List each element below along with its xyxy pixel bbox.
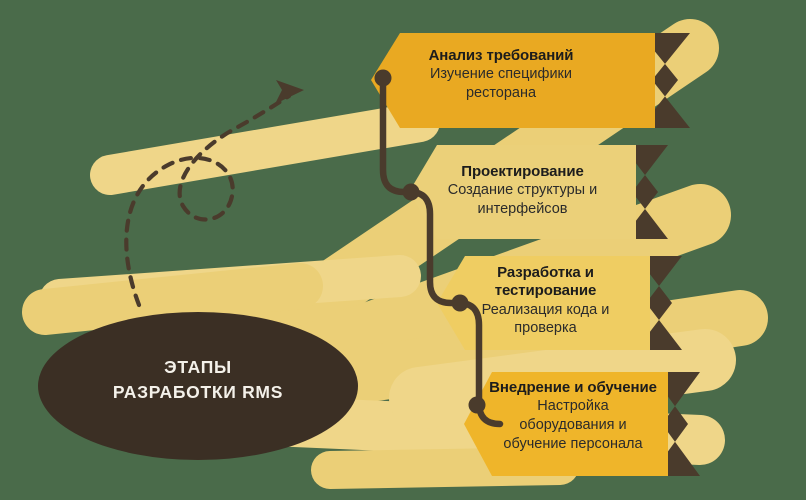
banner-2[interactable] xyxy=(409,145,636,239)
step-4-text: Внедрение и обучение Настройка оборудова… xyxy=(478,379,668,453)
connector-node-2 xyxy=(402,183,420,201)
dashed-loop-arrow xyxy=(124,80,304,308)
step-4-title: Внедрение и обучение xyxy=(489,379,657,396)
banner-4[interactable] xyxy=(464,372,668,476)
step-1-title: Анализ требований xyxy=(428,47,574,64)
step-1-text: Анализ требований Изучение специфики рес… xyxy=(386,47,616,103)
step-2-desc-line1: Создание структуры и xyxy=(447,182,598,199)
ribbon-8 xyxy=(22,263,323,335)
hub-label: ЭТАПЫ РАЗРАБОТКИ RMS xyxy=(58,355,338,406)
step-1-desc-line1: Изучение специфики xyxy=(429,66,573,83)
banner-tails xyxy=(622,33,700,476)
step-2-desc-line2: интерфейсов xyxy=(477,200,568,217)
tail-1 xyxy=(640,33,690,128)
connector-line xyxy=(374,69,504,428)
step-2-text: Проектирование Создание структуры и инте… xyxy=(420,163,625,219)
banner-1[interactable] xyxy=(371,33,655,128)
step-3-desc-line2: проверка xyxy=(514,320,577,337)
arrow-head-icon xyxy=(275,80,304,104)
step-3-title: Разработка и xyxy=(497,264,594,281)
hub-label-line1: ЭТАПЫ xyxy=(164,357,232,377)
step-1-desc-line2: ресторана xyxy=(465,84,537,101)
step-4-desc-line2: оборудования и xyxy=(519,416,627,433)
connector-node-1 xyxy=(374,69,392,87)
tail-3 xyxy=(636,256,682,350)
step-3-title-line2: тестирование xyxy=(494,282,597,300)
connector-node-4 xyxy=(468,396,486,414)
tail-4 xyxy=(650,372,700,476)
step-3-desc-line1: Реализация кода и xyxy=(481,301,610,318)
connector-node-3 xyxy=(451,294,469,312)
banner-3[interactable] xyxy=(437,256,650,350)
step-banners xyxy=(371,33,668,476)
ribbon-2 xyxy=(90,102,440,195)
tail-2 xyxy=(622,145,668,239)
step-4-desc-line1: Настройка xyxy=(537,398,609,415)
step-3-text: Разработка и тестирование Реализация код… xyxy=(448,264,643,338)
hub-ellipse[interactable] xyxy=(38,312,358,460)
step-4-desc-line3: обучение персонала xyxy=(503,435,643,452)
step-2-title: Проектирование xyxy=(461,163,584,180)
hub-label-line2: РАЗРАБОТКИ RMS xyxy=(112,382,284,403)
